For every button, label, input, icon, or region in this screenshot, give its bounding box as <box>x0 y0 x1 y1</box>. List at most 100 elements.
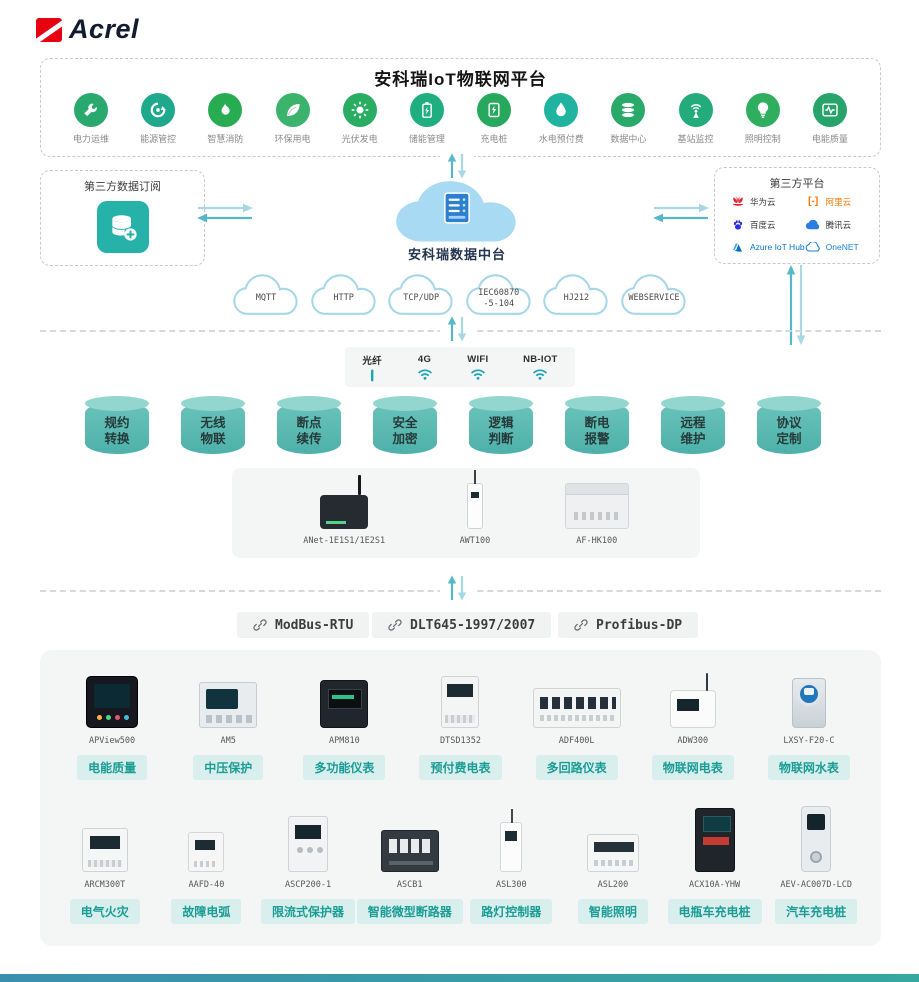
gateway-model: ANet-1E1S1/1E2S1 <box>303 536 386 546</box>
gateway-gw-hk: AF-HK100 <box>564 475 629 546</box>
tencent-logo-icon <box>805 219 822 230</box>
app-label: 智慧消防 <box>207 134 244 144</box>
exchange-arrows-bottom-icon <box>440 574 474 602</box>
device-image <box>500 809 523 872</box>
protocol-name: HJ212 <box>563 293 590 304</box>
capabilities-row: 规约转换无线物联断点续传安全加密逻辑判断断电报警远程维护协议定制 <box>0 396 919 464</box>
din-device-image <box>441 676 480 728</box>
data-center-icon <box>611 93 646 127</box>
capability-cylinder: 安全加密 <box>373 396 437 454</box>
protocol-name: WEBSERVICE <box>628 293 680 304</box>
device-category-label: 中压保护 <box>193 755 264 780</box>
device-image <box>586 810 639 872</box>
field-protocol-name: ModBus-RTU <box>275 617 354 633</box>
azure-logo-icon <box>729 242 746 253</box>
base-station-icon <box>678 93 713 127</box>
third-party-tencent: 腾讯云 <box>805 219 873 231</box>
capability-label: 无线物联 <box>200 416 226 447</box>
applications-panel: 安科瑞IoT物联网平台 电力运维能源管控智慧消防环保用电光伏发电储能管理充电桩水… <box>40 58 881 157</box>
third-party-subscription-box: 第三方数据订阅 <box>40 170 205 266</box>
protocol-name: IEC60870-5-104 <box>478 287 520 309</box>
subscription-title: 第三方数据订阅 <box>84 181 161 193</box>
device-model: ARCM300T <box>84 880 126 890</box>
din-tall-device-image <box>288 816 329 872</box>
cylinder-shape-icon <box>181 396 245 454</box>
acrel-logo-icon <box>36 17 62 42</box>
device-category-label: 智能微型断路器 <box>356 899 463 924</box>
app-solar: 光伏发电 <box>328 93 392 145</box>
app-prepaid: 水电预付费 <box>529 93 593 145</box>
app-label: 基站监控 <box>677 134 714 144</box>
app-label: 数据中心 <box>610 134 647 144</box>
device-image <box>81 810 128 872</box>
module-device-image <box>586 834 639 872</box>
protocol-name: TCP/UDP <box>403 293 440 304</box>
device-model: ADW300 <box>677 736 709 746</box>
relay-device-image <box>199 682 258 728</box>
long-device-image <box>532 688 621 728</box>
cloud-outline-icon <box>233 274 298 315</box>
wifi-icon <box>470 366 486 380</box>
power-ops-icon <box>74 93 108 127</box>
app-eco-power: 环保用电 <box>261 93 325 145</box>
solar-icon <box>342 93 377 127</box>
protocol-cloud: MQTT <box>230 272 302 318</box>
gw-anet-device-image <box>320 477 369 529</box>
cylinder-shape-icon <box>373 396 437 454</box>
gateway-model: AWT100 <box>459 536 491 546</box>
pillar-device-image <box>801 806 832 872</box>
protocol-cloud: HJ212 <box>540 272 612 318</box>
fire-safety-icon <box>208 93 243 127</box>
field-protocol-chip: Profibus-DP <box>558 612 699 638</box>
meter-device-image <box>320 680 369 728</box>
app-label: 水电预付费 <box>538 134 584 144</box>
device-image <box>380 810 439 872</box>
capability-cylinder: 无线物联 <box>181 396 245 454</box>
connectivity-label: 4G <box>417 354 432 365</box>
field-protocol-name: DLT645-1997/2007 <box>410 617 536 633</box>
gateway-gw-anet: ANet-1E1S1/1E2S1 <box>303 475 385 546</box>
water-device-image <box>791 678 826 728</box>
gateway-image <box>320 475 369 529</box>
prepaid-icon <box>544 93 579 127</box>
app-base-station: 基站监控 <box>664 93 728 145</box>
gw-hk-device-image <box>564 483 629 529</box>
device-category-label: 智能照明 <box>577 899 648 924</box>
cylinder-shape-icon <box>661 396 725 454</box>
wifi-icon <box>532 366 548 380</box>
exchange-arrows-mid-icon <box>440 315 474 343</box>
third-party-onenet: OneNET <box>805 242 873 252</box>
connectivity-nb-iot: NB-IOT <box>523 354 558 380</box>
application-icon-row: 电力运维能源管控智慧消防环保用电光伏发电储能管理充电桩水电预付费数据中心基站监控… <box>59 93 862 145</box>
huawei-logo-icon <box>729 196 746 208</box>
cloud-outline-icon <box>466 274 531 315</box>
exchange-arrows-right-icon <box>652 203 710 223</box>
cabinet-device-image <box>694 808 735 872</box>
third-party-name: 百度云 <box>750 219 776 230</box>
cylinder-shape-icon <box>277 396 341 454</box>
device-category-label: 预付费电表 <box>419 755 502 780</box>
cylinder-shape-icon <box>757 396 821 454</box>
field-protocol-name: Profibus-DP <box>596 617 683 633</box>
app-label: 电力运维 <box>72 134 109 144</box>
capability-cylinder: 规约转换 <box>85 396 149 454</box>
third-party-baidu: 百度云 <box>729 219 805 231</box>
capability-label: 断电报警 <box>584 416 610 447</box>
cloud-label: 安科瑞数据中台 <box>407 247 506 262</box>
device-image <box>791 666 826 728</box>
app-label: 照明控制 <box>744 134 781 144</box>
device-category-label: 多功能仪表 <box>303 755 386 780</box>
cloud-outline-icon <box>543 274 608 315</box>
